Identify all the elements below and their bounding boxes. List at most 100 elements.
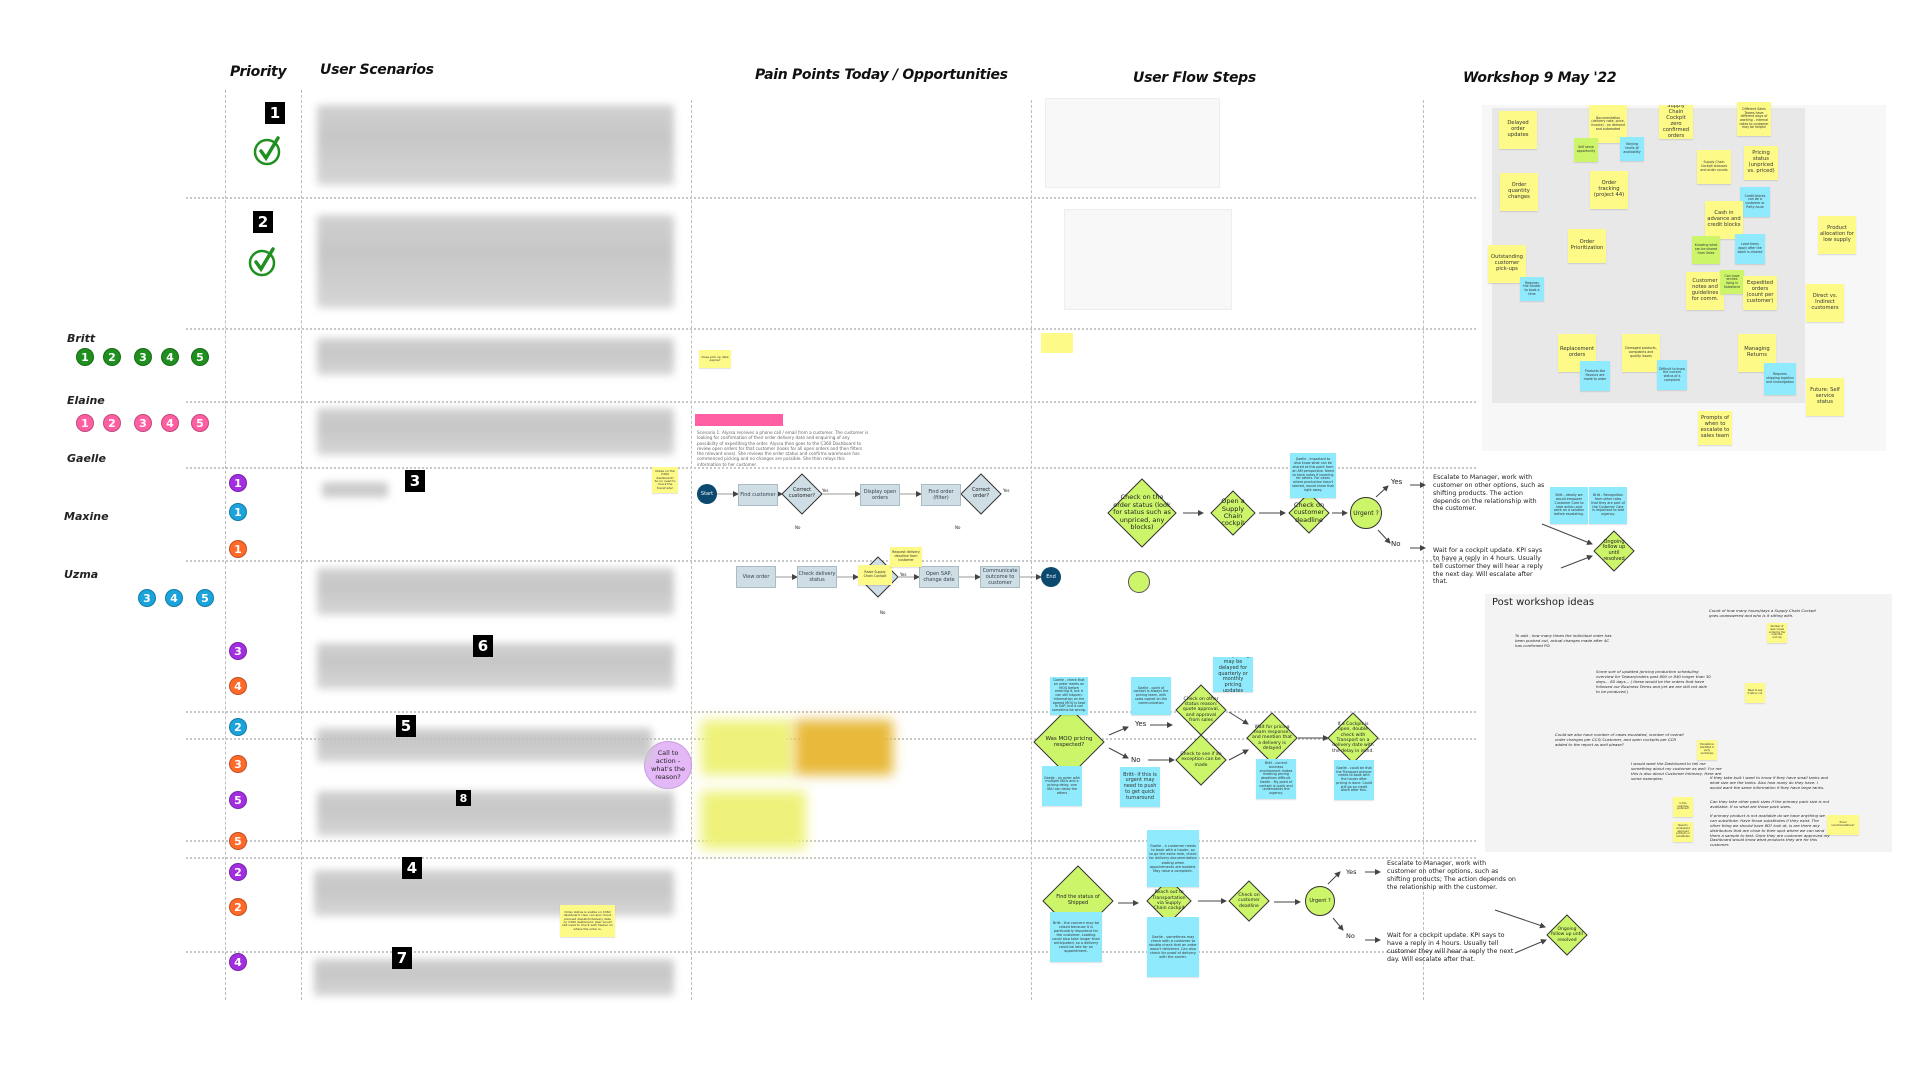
column-divider: [301, 90, 302, 1000]
vote-dot: 1: [76, 414, 94, 432]
flow-step-decision: Check on other status reason: quote appr…: [1182, 696, 1220, 723]
flow-no-label: No: [1391, 540, 1401, 548]
priority-vote-dot: 4: [229, 953, 247, 971]
comment-note: Gaelle - point of contact is always the …: [1131, 677, 1171, 715]
column-header-user-flow-steps: User Flow Steps: [1133, 70, 1256, 86]
workshop-sticky-note: Supply Chain Cockpit zero confirmed orde…: [1659, 105, 1693, 139]
arrow: [1332, 917, 1344, 931]
vote-dot: 4: [161, 348, 179, 366]
workshop-sticky-note: Expedited orders (count per customer): [1743, 276, 1777, 310]
flow-process-node: Display open orders: [860, 484, 900, 506]
flow-yes-label: Yes: [1346, 868, 1357, 876]
post-workshop-idea: To add - how many times the individual o…: [1515, 633, 1612, 648]
sticky-note: Does pick up date expire?: [699, 350, 731, 368]
flow-step-decision-shape: [1546, 914, 1588, 956]
flow-step-decision: If a Cockpit is open, double check with …: [1332, 722, 1374, 754]
priority-vote-dot: 3: [229, 755, 247, 773]
flow-step-decision-shape: [1288, 492, 1330, 534]
row-divider: [186, 840, 1476, 842]
scenario-number-badge: 1: [265, 102, 285, 124]
comment-note: Gaelle - Important to also know what can…: [1290, 453, 1336, 498]
comment-note: Gaelle - check that an order meets an MO…: [1050, 677, 1088, 715]
column-header-workshop: Workshop 9 May '22: [1463, 70, 1617, 86]
workshop-sticky-note: Difficult to know the current status of …: [1657, 360, 1687, 390]
flow-step-decision: Check on customer deadline: [1293, 500, 1325, 524]
flow-step-decision: Ongoing follow up until resolved: [1551, 927, 1583, 943]
workshop-sticky-note: Products like flavours are made to order: [1580, 361, 1610, 391]
priority-vote-dot: 2: [229, 718, 247, 736]
row-divider: [186, 951, 1476, 953]
sticky-note: Raise Supply Chain Cockpit: [858, 565, 892, 585]
blurred-note: [701, 720, 793, 775]
priority-vote-dot: 3: [229, 642, 247, 660]
sticky-note: [1041, 333, 1073, 353]
arrow: [1514, 939, 1547, 954]
flow-decision-node: Correct customer?: [788, 487, 816, 499]
workshop-sticky-note: Self serve opportunity: [1574, 138, 1598, 162]
vote-dot: 3: [134, 414, 152, 432]
sticky-note: Need to understand approved products or …: [1673, 822, 1693, 842]
sticky-note: Request delivery deadline from customer: [890, 547, 922, 567]
workshop-sticky-note: Direct vs. Indirect customers: [1806, 284, 1844, 322]
flow-step-decision-shape: [1175, 734, 1227, 786]
priority-vote-dot: 1: [229, 503, 247, 521]
arrow: [1560, 555, 1593, 569]
flow-no-label: No: [1131, 756, 1141, 764]
workshop-sticky-note: Varying levels of availability: [1620, 137, 1644, 161]
persona-name-britt: Britt: [67, 332, 96, 345]
workshop-sticky-note: Requires the haulier to book a time: [1520, 277, 1544, 301]
scenario-number-badge: 7: [392, 947, 412, 969]
sticky-note: Need to see if late or not: [1745, 683, 1765, 703]
priority-vote-dot: 2: [229, 898, 247, 916]
flow-step-decision-shape: [1593, 530, 1635, 572]
flow-step-decision: Check on the order status (look for stat…: [1113, 493, 1171, 532]
column-divider: [691, 100, 692, 1000]
flow-process-node: Find order (filter): [921, 484, 961, 506]
flow-end-node: End: [1041, 567, 1061, 587]
arrow: [1228, 749, 1249, 761]
workshop-sticky-note: Delayed order updates: [1499, 111, 1537, 149]
row-divider: [186, 197, 1476, 199]
flow-thumbnail-1: [1045, 98, 1220, 188]
vote-dot: 5: [191, 414, 209, 432]
column-divider: [1031, 100, 1032, 1000]
flow-edge-label: No: [795, 525, 801, 530]
workshop-sticky-note: Damaged products, complaints and quality…: [1622, 334, 1660, 372]
scenario-text-redacted: [314, 959, 674, 996]
vote-dot: 5: [191, 348, 209, 366]
arrow: [1108, 747, 1129, 759]
workshop-sticky-note: Lead times apply after the block is clea…: [1735, 234, 1765, 264]
arrow: [1541, 523, 1593, 545]
priority-vote-dot: 5: [229, 791, 247, 809]
post-workshop-idea: Could we also have number of cases escal…: [1555, 732, 1684, 747]
scenario-number-badge: 5: [396, 715, 416, 737]
vote-dot: 5: [196, 589, 214, 607]
sticky-note: Order status is visible on C360 dashboar…: [560, 905, 615, 937]
comment-note: Gaelle - sometimes may check with a cust…: [1147, 917, 1199, 977]
post-workshop-idea: If they take bulk I want to know if they…: [1710, 775, 1829, 790]
scenario-text-redacted: [314, 870, 674, 916]
workshop-sticky-note: Prompts of when to escalate to sales tea…: [1698, 411, 1732, 445]
scenario-number-badge: 4: [402, 857, 422, 879]
workshop-sticky-note: Future: Self service status: [1806, 378, 1844, 416]
flow-step-decision-shape: [1210, 490, 1256, 536]
flow-decision-node: Correct order?: [971, 487, 991, 499]
scenario-number-badge: 3: [405, 470, 425, 492]
priority-vote-dot: 1: [229, 474, 247, 492]
flow-step-decision: Was MOQ pricing respected?: [1045, 735, 1093, 748]
workshop-sticky-note: Order quantity changes: [1500, 173, 1538, 211]
blurred-note: [795, 720, 893, 775]
scenario-text-redacted: [317, 215, 674, 308]
scenario-text-redacted: [317, 791, 674, 836]
row-divider: [186, 401, 1476, 403]
scenario-label-bar: [695, 414, 783, 426]
sticky-note: Number of open issues sorted by the cust…: [1767, 623, 1787, 643]
sticky-note: Notes on the C360 dashboard? So no need …: [652, 467, 678, 493]
completed-check-icon: [252, 134, 284, 166]
vote-dot: 3: [138, 589, 156, 607]
comment-note: Britt - current business environment mak…: [1256, 759, 1296, 799]
workshop-sticky-note: Cash in advance and credit blocks: [1705, 201, 1743, 239]
sticky-note: Proud recommendations?: [1827, 815, 1859, 835]
arrow: [1108, 726, 1129, 736]
completed-check-icon: [247, 245, 279, 277]
